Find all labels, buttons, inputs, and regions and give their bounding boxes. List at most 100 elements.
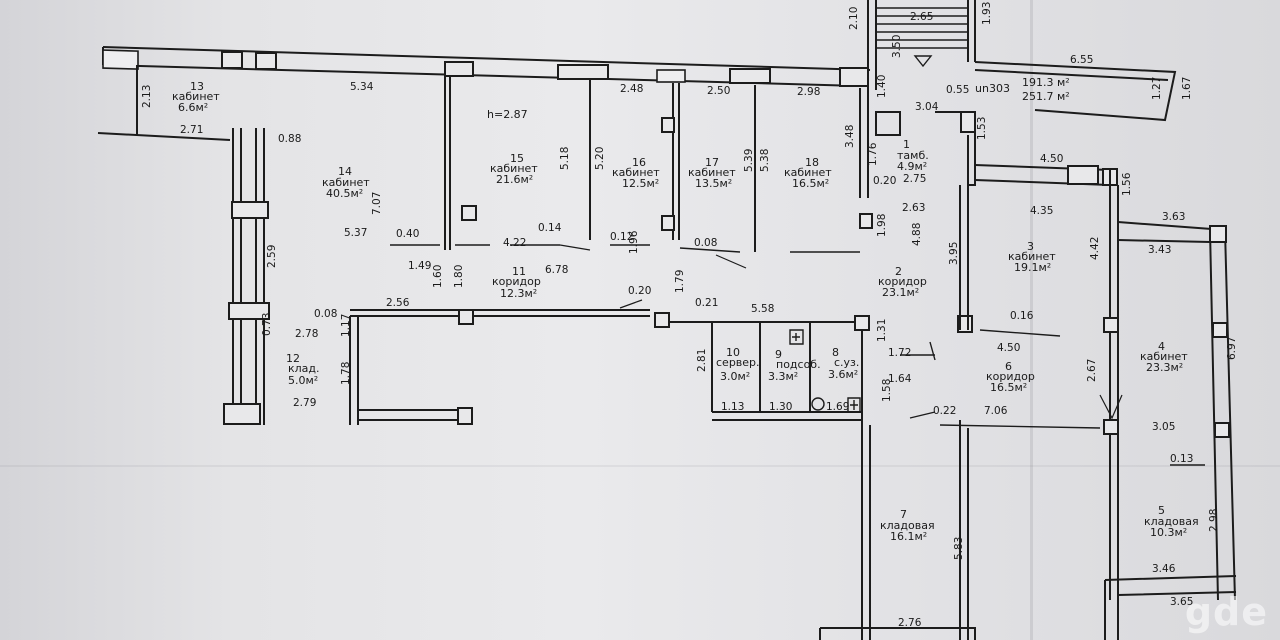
dimension-label: 1.72 xyxy=(888,347,911,359)
dimension-label: 0.08 xyxy=(314,308,337,320)
dimension-label: 0.16 xyxy=(1010,310,1034,322)
room-labels: 13 кабинет 6.6м² 14 кабинет 40.5м² 15 ка… xyxy=(172,80,1199,543)
svg-text:кабинет: кабинет xyxy=(490,162,538,175)
dimension-label: 0.12 xyxy=(610,231,633,243)
dimension-label: 2.63 xyxy=(902,202,925,214)
dimension-label: 3.63 xyxy=(1162,211,1185,223)
dimension-label: 1.76 xyxy=(867,142,879,166)
svg-text:7: 7 xyxy=(900,508,907,521)
svg-text:23.1м²: 23.1м² xyxy=(882,286,919,299)
dimension-label: 5.58 xyxy=(751,303,774,315)
dimension-label: 0.13 xyxy=(1170,453,1193,465)
svg-text:коридор: коридор xyxy=(986,370,1035,383)
svg-text:9: 9 xyxy=(775,348,782,361)
dimension-label: 7.07 xyxy=(371,192,383,215)
room-11: 11 коридор 12.3м² xyxy=(492,265,541,300)
dimension-label: 1.17 xyxy=(340,314,352,337)
dimension-label: 1.31 xyxy=(876,319,888,342)
room-2: 2 коридор 23.1м² xyxy=(878,265,927,299)
svg-text:кабинет: кабинет xyxy=(1008,250,1056,263)
dimension-label: 0.08 xyxy=(694,237,717,249)
svg-text:4: 4 xyxy=(1158,340,1165,353)
room-3: 3 кабинет 19.1м² xyxy=(1008,240,1056,274)
header-room: un303 xyxy=(975,82,1010,95)
dimension-label: 3.50 xyxy=(891,35,903,58)
dimension-label: 2.13 xyxy=(141,85,153,108)
dimension-label: 1.56 xyxy=(1121,172,1133,196)
svg-text:кладовая: кладовая xyxy=(880,519,935,532)
dimension-label: 3.43 xyxy=(1148,244,1171,256)
room-10: 10 сервер. 3.0м² xyxy=(716,346,760,383)
dimension-label: 1.58 xyxy=(881,379,893,402)
dimension-label: 2.56 xyxy=(386,297,410,309)
dimension-label: 2.76 xyxy=(898,617,922,629)
dimension-label: 1.27 xyxy=(1151,77,1163,100)
dimension-label: 1.98 xyxy=(876,214,888,237)
svg-text:16.1м²: 16.1м² xyxy=(890,530,927,543)
room-8: 8 с.уз. 3.6м² xyxy=(828,346,859,381)
dimension-label: 6.78 xyxy=(545,264,568,276)
dimension-label: 2.78 xyxy=(295,328,318,340)
room-14: 14 кабинет 40.5м² xyxy=(322,165,370,200)
dimension-label: 5.83 xyxy=(953,537,965,560)
dimension-label: 2.50 xyxy=(707,85,730,97)
dimension-label: 4.22 xyxy=(503,237,526,249)
svg-text:3.6м²: 3.6м² xyxy=(828,368,858,381)
room-13: 13 кабинет 6.6м² xyxy=(172,80,220,114)
room-1: 1 тамб. 4.9м² xyxy=(897,138,929,173)
dimension-label: 5.18 xyxy=(559,147,571,170)
svg-text:тамб.: тамб. xyxy=(897,149,929,162)
svg-text:8: 8 xyxy=(832,346,839,359)
dimension-label: 0.55 xyxy=(946,84,969,96)
svg-text:кабинет: кабинет xyxy=(688,166,736,179)
dimension-label: 1.30 xyxy=(769,401,792,413)
dimension-label: 3.95 xyxy=(948,242,960,265)
dimension-label: 0.22 xyxy=(933,405,956,417)
dimension-label: 2.98 xyxy=(797,86,820,98)
dimension-label: 1.96 xyxy=(628,230,640,254)
dimension-label: 0.20 xyxy=(628,285,651,297)
dimension-label: 7.06 xyxy=(984,405,1008,417)
svg-text:12.5м²: 12.5м² xyxy=(622,177,659,190)
paper-fold-horizontal xyxy=(0,465,1280,467)
dimension-label: 2.75 xyxy=(903,173,926,185)
room-15: 15 кабинет 21.6м² xyxy=(490,152,538,186)
dimension-label: 5.37 xyxy=(344,227,367,239)
svg-text:2: 2 xyxy=(895,265,902,278)
svg-text:17: 17 xyxy=(705,156,719,169)
dimension-label: 0.73 xyxy=(261,313,273,336)
svg-text:3.3м²: 3.3м² xyxy=(768,370,798,383)
svg-text:18: 18 xyxy=(805,156,819,169)
svg-text:16.5м²: 16.5м² xyxy=(792,177,829,190)
svg-text:кабинет: кабинет xyxy=(1140,350,1188,363)
header-area-1: 191.3 м² xyxy=(1022,76,1070,89)
dimension-label: 0.21 xyxy=(695,297,718,309)
dimension-label: 2.48 xyxy=(620,83,643,95)
dimension-label: 3.65 xyxy=(1170,596,1193,608)
room-17: 17 кабинет 13.5м² xyxy=(688,156,736,190)
dimension-label: 0.20 xyxy=(873,175,896,187)
dimension-label: 1.60 xyxy=(432,265,444,288)
dimension-label: 4.50 xyxy=(997,342,1020,354)
dimension-label: 1.64 xyxy=(888,373,912,385)
svg-text:13.5м²: 13.5м² xyxy=(695,177,732,190)
room-6: 6 коридор 16.5м² xyxy=(986,360,1035,394)
dimension-label: 6.97 xyxy=(1226,337,1238,360)
svg-text:кладовая: кладовая xyxy=(1144,515,1199,528)
room-7: 7 кладовая 16.1м² xyxy=(880,508,935,543)
room-9: 9 подсоб. 3.3м² xyxy=(768,348,821,383)
dimension-label: 3.05 xyxy=(1152,421,1175,433)
dimension-label: 1.93 xyxy=(981,2,993,25)
header-area-2: 251.7 м² xyxy=(1022,90,1070,103)
room-16: 16 кабинет 12.5м² xyxy=(612,156,660,190)
svg-text:6.6м²: 6.6м² xyxy=(178,101,208,114)
svg-text:коридор: коридор xyxy=(492,275,541,288)
dimension-label: 1.53 xyxy=(976,117,988,140)
svg-text:кабинет: кабинет xyxy=(612,166,660,179)
dimension-label: 2.10 xyxy=(848,7,860,30)
svg-text:кабинет: кабинет xyxy=(784,166,832,179)
dimension-label: 4.42 xyxy=(1089,237,1101,260)
svg-text:40.5м²: 40.5м² xyxy=(326,187,363,200)
